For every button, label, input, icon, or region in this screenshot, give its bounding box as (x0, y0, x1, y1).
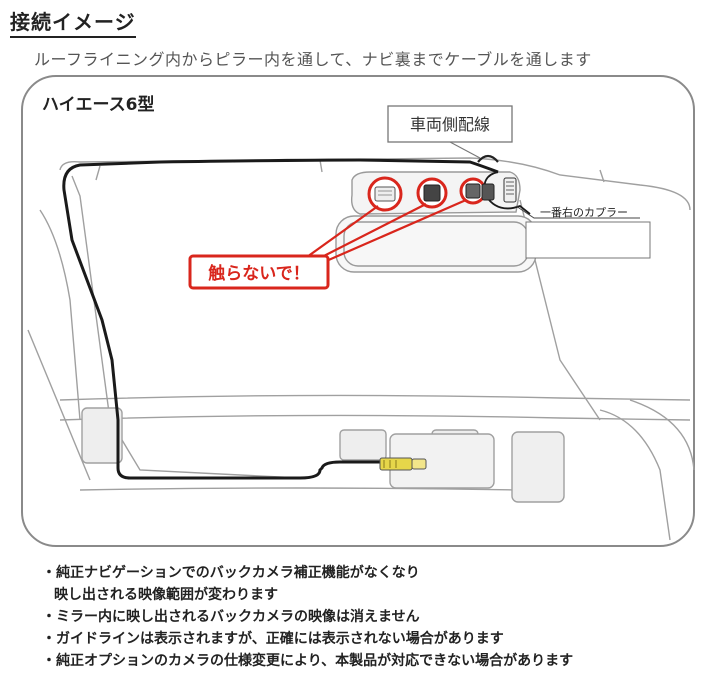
connection-diagram: 車両側配線 一番右のカプラー 触らないで！ ハイエース6型 (21, 75, 695, 547)
rightmost-coupler-callout: 一番右のカプラー (515, 205, 651, 259)
vehicle-side-wiring-callout: 車両側配線 (387, 105, 513, 163)
navi-connector (379, 457, 427, 471)
note-item: 映し出される映像範囲が変わります (54, 587, 278, 603)
page-title: 接続イメージ (10, 6, 136, 38)
note-item: ・ミラー内に映し出されるバックカメラの映像は消えません (42, 609, 420, 625)
cable-route (62, 158, 499, 480)
note-item: ・純正オプションのカメラの仕様変更により、本製品が対応できない場合があります (42, 653, 574, 669)
notes-list: ・純正ナビゲーションでのバックカメラ補正機能がなくなり 映し出される映像範囲が変… (42, 562, 573, 672)
diagram-frame (21, 75, 695, 547)
page-subtitle: ルーフライニング内からピラー内を通して、ナビ裏までケーブルを通します (34, 50, 592, 69)
dashboard (59, 394, 695, 541)
note-item: ・純正ナビゲーションでのバックカメラ補正機能がなくなり (42, 565, 420, 581)
coupler-group (367, 176, 517, 212)
model-label: ハイエース6型 (42, 94, 154, 115)
rightmost-coupler-label: 一番右のカプラー (540, 205, 628, 219)
warning-pointers (299, 198, 467, 264)
warning-label: 触らないで！ (207, 263, 310, 284)
note-item: ・ガイドラインは表示されますが、正確には表示されない場合があります (42, 631, 504, 647)
vehicle-side-wiring-label: 車両側配線 (410, 115, 490, 134)
warning-box: 触らないで！ (188, 254, 330, 290)
rightmost-coupler (481, 183, 495, 201)
